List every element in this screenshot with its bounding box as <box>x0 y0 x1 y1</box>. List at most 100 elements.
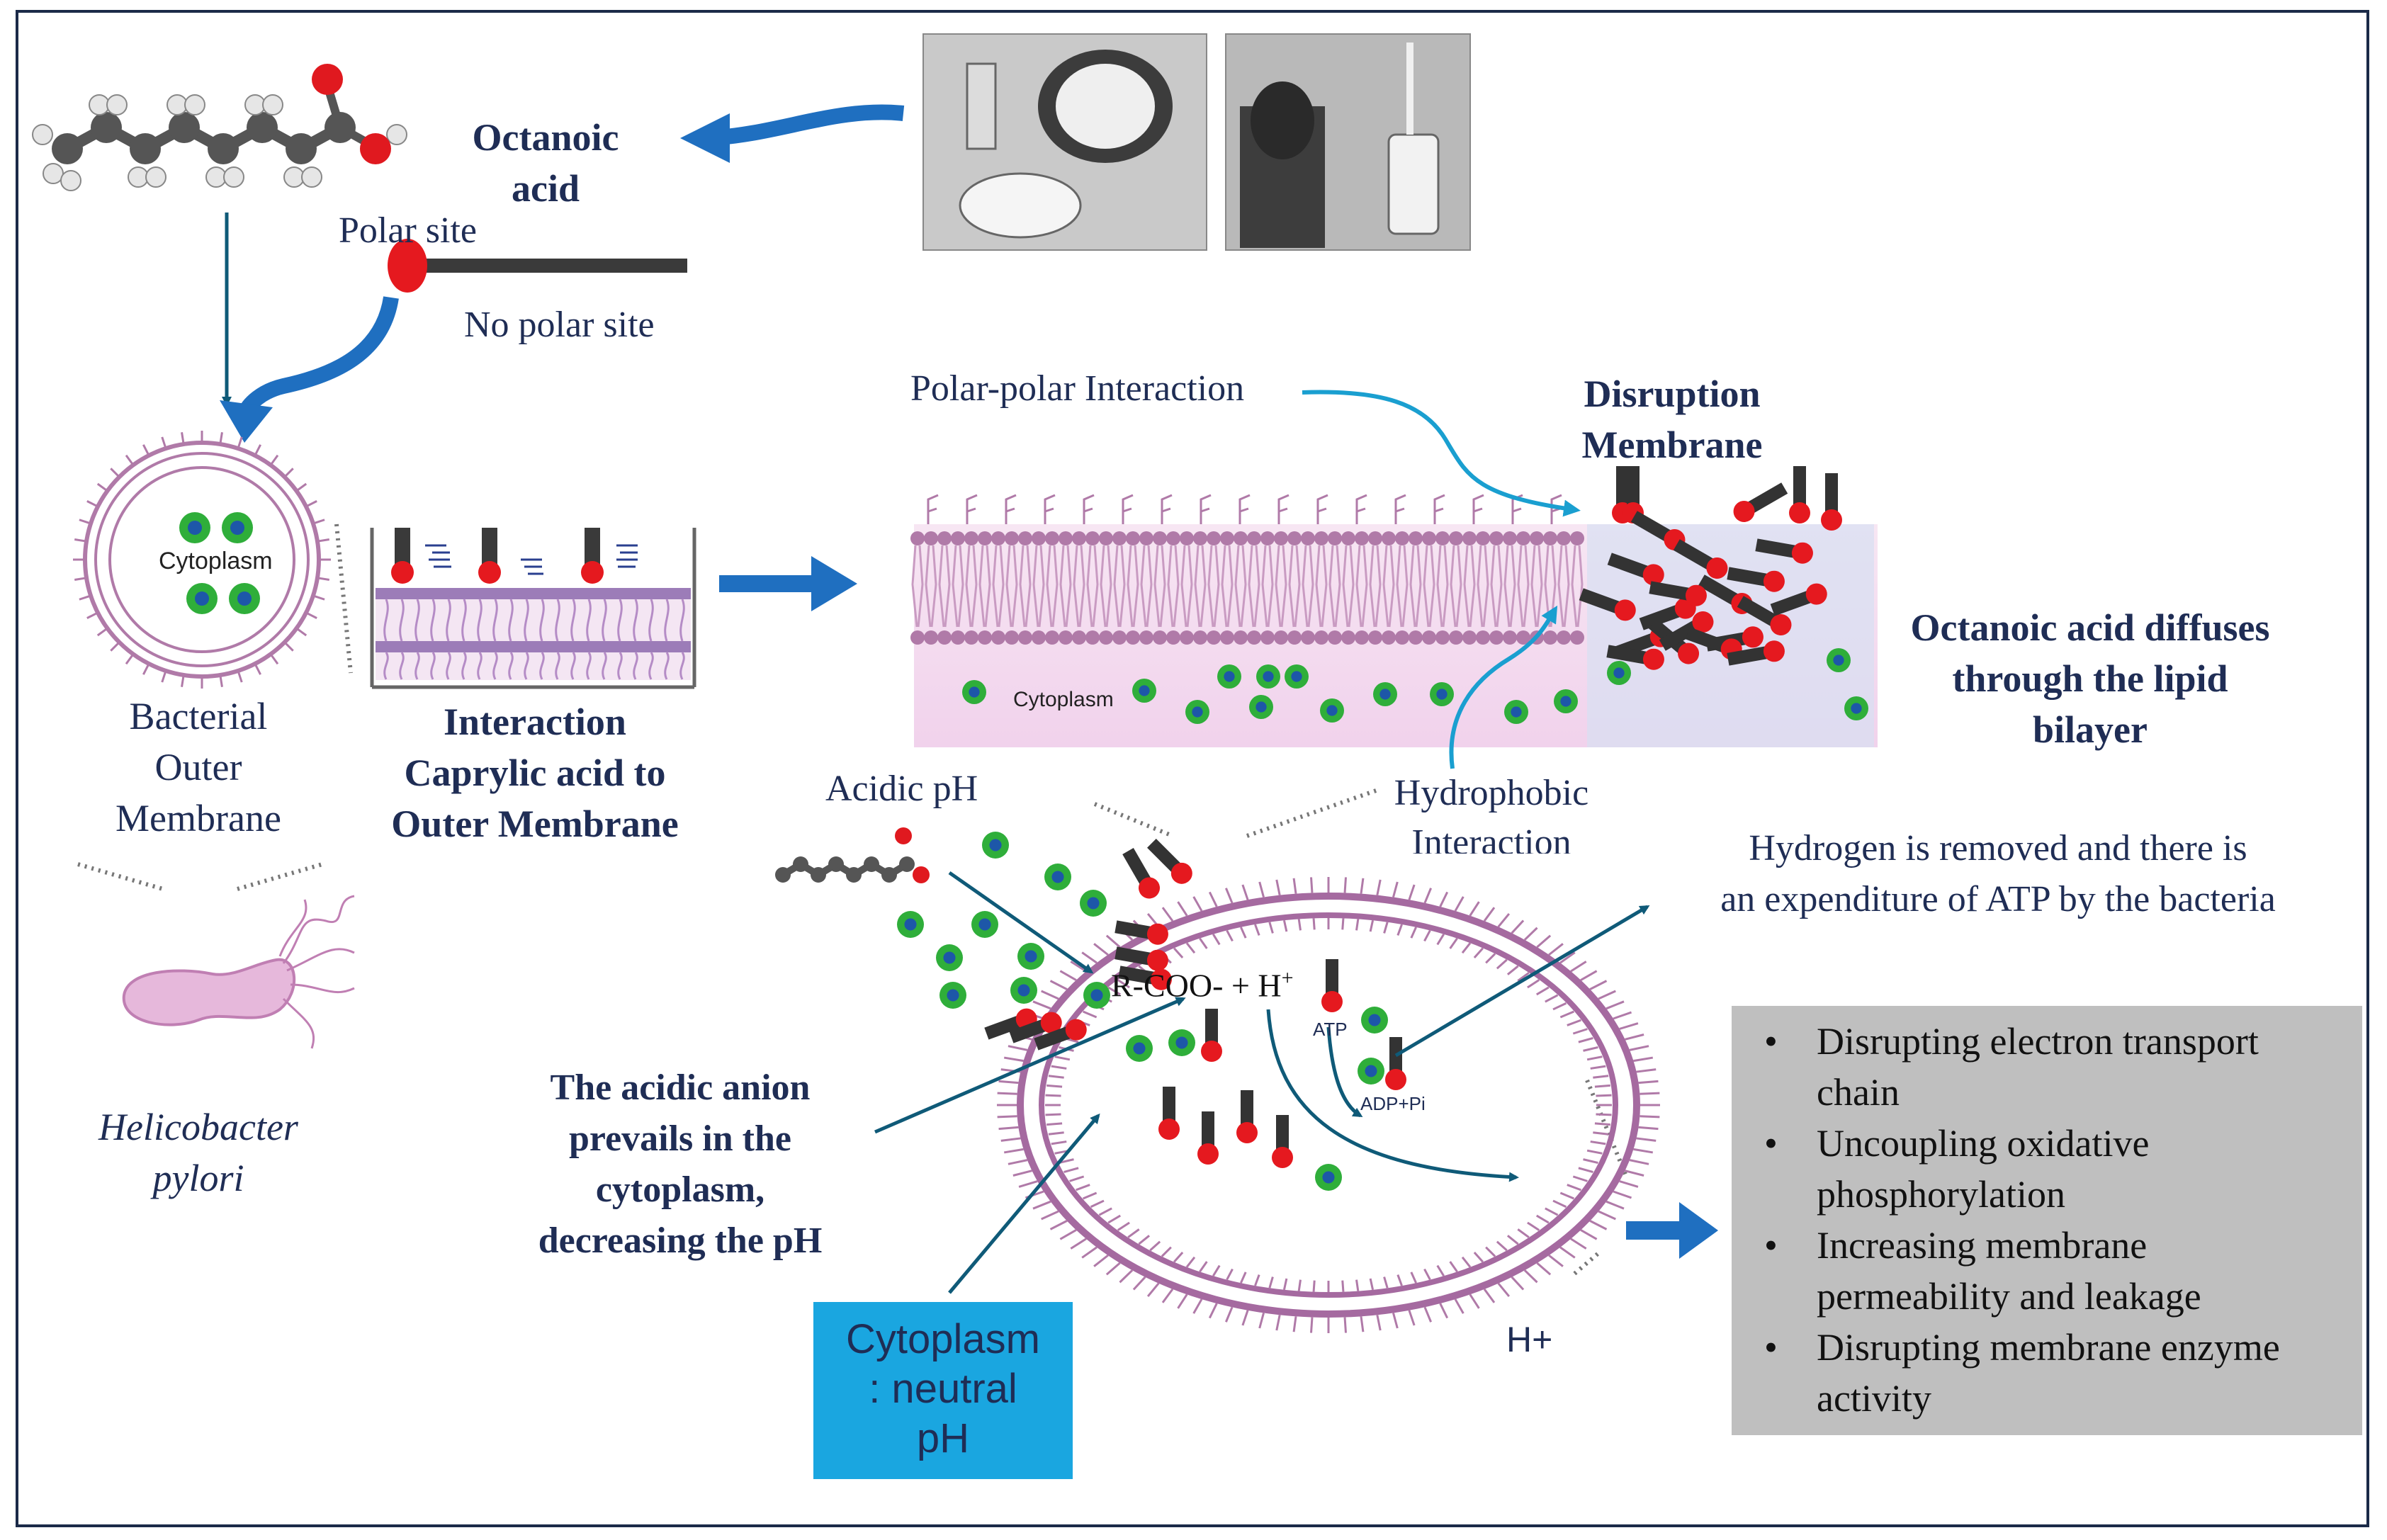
octanoic-molecule <box>1770 583 1827 616</box>
polar-interaction-arrow <box>1302 390 1581 517</box>
effect-item: •Disrupting membrane enzyme activity <box>1764 1326 2280 1420</box>
no-polar-site-label: No polar site <box>464 305 655 345</box>
octanoic-molecule <box>1727 567 1785 592</box>
cytoplasm-membrane-label: Cytoplasm <box>1013 688 1114 711</box>
effects-box: •Disrupting electron transport chain •Un… <box>1732 1006 2362 1435</box>
diagram-frame <box>16 10 2369 1527</box>
effect-item: •Increasing membrane permeability and le… <box>1764 1224 2201 1318</box>
bacterial-cell-membrane <box>897 832 1660 1333</box>
particle-core <box>1087 897 1100 910</box>
particle-core <box>1133 1042 1146 1055</box>
octanoic-molecule <box>1158 1087 1180 1140</box>
octanoic-molecule <box>1649 581 1707 606</box>
octanoic-molecule <box>1727 640 1785 666</box>
small-octanoic-molecule <box>775 827 930 883</box>
particle-core <box>1511 706 1522 718</box>
hydrophobic-interaction-arrow <box>1449 605 1558 769</box>
octanoic-molecule <box>1272 1115 1293 1168</box>
particle-core <box>947 989 959 1002</box>
to-bilayer-arrow <box>719 556 857 611</box>
polar-site-schematic <box>388 239 687 293</box>
octanoic-acid-molecule <box>32 64 407 191</box>
octanoic-molecule <box>1122 848 1160 899</box>
particle-core <box>1379 689 1391 700</box>
octanoic-molecule <box>1821 473 1842 531</box>
h-plus-label: H+ <box>1506 1320 1553 1359</box>
schematic-to-bacterium-arrow <box>220 296 399 443</box>
particle-core <box>1139 685 1150 696</box>
particle-core <box>1224 671 1235 682</box>
octanoic-molecule <box>1147 839 1192 884</box>
particle-core <box>1025 950 1037 963</box>
particle-core <box>1192 706 1203 718</box>
particle-core <box>1090 989 1103 1002</box>
octanoic-molecule <box>1789 466 1810 523</box>
particle-core <box>989 839 1002 851</box>
lipid-bilayer <box>910 466 1878 747</box>
particle-core <box>943 951 956 964</box>
octanoic-molecule <box>1034 1019 1087 1051</box>
particle-core <box>1017 984 1030 997</box>
dotted-connectors <box>77 523 1628 1277</box>
particle-core <box>978 918 991 931</box>
particle-core <box>1560 696 1571 707</box>
particle-core <box>1368 1014 1381 1026</box>
particle-core <box>1833 655 1844 666</box>
cytoplasm-small-label: Cytoplasm <box>159 548 273 574</box>
octanoic-molecule <box>1009 1012 1062 1043</box>
outer-membrane-closeup <box>370 528 696 689</box>
particle-core <box>1291 671 1302 682</box>
helicobacter-drawing <box>122 895 355 1049</box>
octanoic-molecule <box>1385 1037 1406 1090</box>
particle-core <box>1322 1171 1335 1184</box>
particle-core <box>904 918 917 931</box>
particle-core <box>1851 703 1862 714</box>
octanoic-molecule <box>1115 920 1168 945</box>
particle-core <box>1175 1036 1188 1049</box>
acidic-ph-label: Acidic pH <box>825 769 978 809</box>
octanoic-molecule <box>1236 1090 1258 1143</box>
octanoic-molecule <box>1579 588 1636 621</box>
octanoic-molecule <box>1118 966 1172 990</box>
bacterium-cross-section <box>73 431 331 689</box>
particle-core <box>1255 701 1267 713</box>
cell-arrows <box>874 871 1650 1294</box>
octanoic-molecule <box>1733 482 1788 522</box>
particle-core <box>1326 705 1338 716</box>
particle-core <box>1436 689 1448 700</box>
goat-milk-photo <box>1225 33 1471 251</box>
reaction-label: R-COO- + H+ <box>1111 966 1294 1004</box>
polar-site-label: Polar site <box>339 210 477 251</box>
particle-core <box>1613 667 1625 679</box>
octanoic-molecule <box>1201 1009 1222 1062</box>
octanoic-molecule <box>1607 553 1664 586</box>
adp-pi-label: ADP+Pi <box>1360 1093 1426 1114</box>
octanoic-molecule <box>1321 959 1343 1012</box>
particle-core <box>1051 871 1064 883</box>
particle-core <box>969 686 980 698</box>
effect-item: •Disrupting electron transport chain <box>1764 1020 2259 1114</box>
atp-label: ATP <box>1313 1019 1348 1040</box>
effect-item: •Uncoupling oxidative phosphorylation <box>1764 1122 2150 1216</box>
octanoic-molecule <box>1755 538 1813 564</box>
effects-list: •Disrupting electron transport chain •Un… <box>1732 1006 2362 1424</box>
polar-polar-interaction-label: Polar-polar Interaction <box>910 368 1245 409</box>
coconut-photo <box>922 33 1207 251</box>
to-effects-arrow <box>1626 1202 1718 1259</box>
octanoic-molecule <box>1115 946 1168 971</box>
octanoic-molecule <box>1673 539 1728 579</box>
octanoic-molecule <box>1606 645 1664 670</box>
particle-core <box>1263 671 1274 682</box>
octanoic-molecule <box>1659 611 1714 651</box>
